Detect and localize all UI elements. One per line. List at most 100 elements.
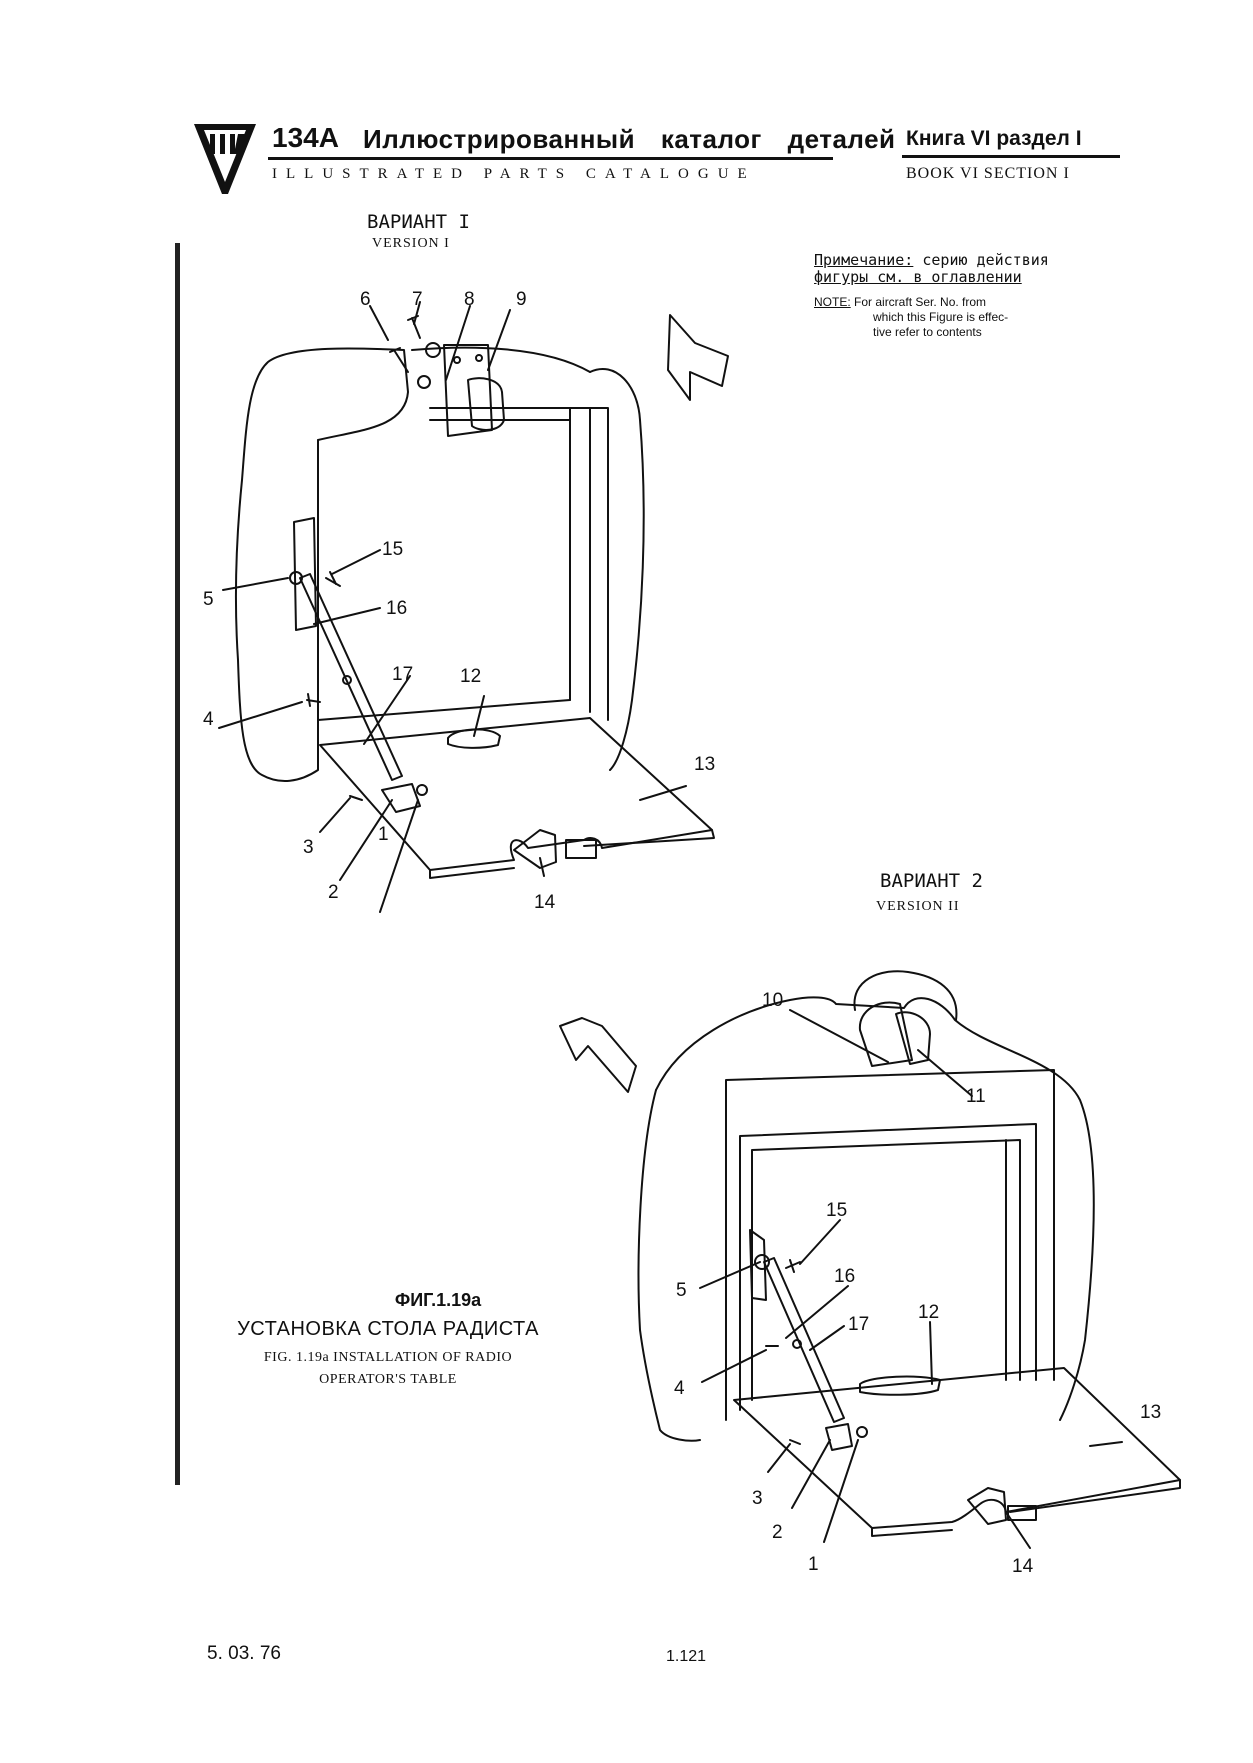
v1-block-hole-a [453, 356, 461, 364]
v2-leaders [699, 1009, 1123, 1549]
v1-wall-right [589, 368, 645, 771]
version2-label-ru: ВАРИАНТ 2 [880, 870, 983, 892]
v2-frame-outer [725, 1069, 1055, 1421]
v1-callout-3: 3 [303, 837, 314, 858]
v1-callout-9: 9 [516, 289, 527, 310]
v1-latch-plate [565, 839, 597, 859]
figure-title-en-line2: OPERATOR'S TABLE [319, 1372, 457, 1387]
v1-callout-1: 1 [378, 824, 389, 845]
v2-clip-11 [895, 1011, 931, 1065]
note-en-text-3: tive refer to contents [873, 325, 982, 339]
binding-margin-bar [175, 243, 180, 1485]
v1-direction-arrow [667, 314, 729, 401]
v2-side-bracket [749, 1229, 767, 1301]
note-ru-text-1: серию действия [922, 251, 1049, 269]
v2-clip-12 [859, 1375, 941, 1396]
v2-callout-5: 5 [676, 1280, 687, 1301]
v1-callout-13: 13 [694, 754, 715, 775]
version1-label-ru: ВАРИАНТ I [367, 211, 470, 233]
v1-callout-17: 17 [392, 664, 413, 685]
v1-callout-labels: 1 2 3 4 5 6 7 8 9 12 13 14 15 16 17 [203, 289, 715, 913]
v1-block-hole-b [475, 354, 483, 362]
figure-title-ru: УСТАНОВКА СТОЛА РАДИСТА [237, 1318, 539, 1340]
v2-callout-2: 2 [772, 1522, 783, 1543]
v2-top-bump [853, 970, 958, 1021]
v1-screw-6 [389, 347, 409, 373]
v2-callout-3: 3 [752, 1488, 763, 1509]
v2-callout-16: 16 [834, 1266, 855, 1287]
v2-callout-11: 11 [966, 1086, 986, 1107]
v2-screw-15 [785, 1259, 801, 1273]
v2-callout-17: 17 [848, 1314, 869, 1335]
v2-clip-10 [858, 1001, 913, 1067]
note-en-text-2: which this Figure is effec- [873, 310, 1009, 324]
note-ru: Примечание: серию действия фигуры см. в … [814, 252, 1124, 286]
v2-stay-arm [763, 1257, 845, 1423]
note-ru-text-2: фигуры см. в оглавлении [814, 268, 1022, 286]
v1-side-bracket [293, 517, 317, 631]
v1-callout-14: 14 [534, 892, 556, 913]
catalog-title-en: ILLUSTRATED PARTS CATALOGUE [272, 166, 756, 182]
v1-callout-7: 7 [412, 289, 423, 310]
v1-block-9-knob [467, 377, 505, 431]
note-en-text-1: For aircraft Ser. No. from [854, 295, 987, 309]
v2-callout-4: 4 [674, 1378, 685, 1399]
v1-washer [417, 375, 431, 389]
v1-lower-bracket [381, 783, 421, 813]
header-rule [268, 157, 833, 160]
v2-callout-10: 10 [762, 990, 783, 1011]
v2-direction-arrow [559, 1017, 637, 1093]
book-rule [902, 155, 1120, 158]
v2-callout-labels: 1 2 3 4 5 10 11 12 13 14 15 16 17 [674, 990, 1161, 1577]
book-section-en: BOOK VI SECTION I [906, 165, 1070, 182]
v1-arm-joint [342, 675, 352, 685]
v1-callout-16: 16 [386, 598, 407, 619]
v1-frame-outer [317, 407, 609, 723]
book-section-ru: Книга VI раздел I [906, 127, 1082, 150]
v2-callout-15: 15 [826, 1200, 847, 1221]
v2-frame-inner2 [751, 1139, 1021, 1401]
manufacturer-logo [194, 124, 256, 194]
v1-table-edge [429, 829, 715, 879]
v1-screw-3 [349, 795, 363, 801]
v1-frame-inner [569, 407, 591, 713]
v1-callout-15: 15 [382, 539, 403, 560]
v2-wall-outline [655, 996, 1095, 1421]
v2-table-edge [871, 1479, 1181, 1537]
v1-nut-1 [416, 784, 428, 796]
v1-leaders [218, 301, 687, 913]
v2-frame-inner [739, 1123, 1037, 1411]
v2-callout-14: 14 [1012, 1556, 1034, 1577]
v1-nut-8 [425, 342, 441, 358]
v2-latch-14 [967, 1487, 1007, 1525]
version2-label-en: VERSION II [876, 899, 960, 914]
v2-nut-1 [856, 1426, 868, 1438]
figure-title-en: FIG. 1.19a INSTALLATION OF RADIO OPERATO… [203, 1347, 573, 1391]
v1-screw-7 [407, 315, 421, 339]
v1-screw-4 [306, 693, 321, 707]
version1-drawing [218, 301, 729, 913]
note-ru-label: Примечание: [814, 251, 914, 269]
v1-callout-12: 12 [460, 666, 481, 687]
v2-lower-bracket [825, 1423, 853, 1451]
v1-callout-6: 6 [360, 289, 371, 310]
v2-screw-3 [789, 1439, 801, 1445]
v2-arm-joint [792, 1339, 802, 1349]
note-en: NOTE: For aircraft Ser. No. from which t… [814, 295, 1114, 340]
catalog-title-ru: Иллюстрированный каталог деталей [363, 124, 896, 154]
v1-callout-8: 8 [464, 289, 475, 310]
v1-callout-2: 2 [328, 882, 339, 903]
v1-callout-5: 5 [203, 589, 214, 610]
v1-latch-14 [513, 829, 557, 869]
page-number: 1.121 [666, 1648, 707, 1665]
v2-pivot-5 [754, 1254, 770, 1270]
v2-callout-1: 1 [808, 1554, 819, 1575]
v2-callout-12: 12 [918, 1302, 939, 1323]
revision-date: 5. 03. 76 [207, 1643, 281, 1664]
v1-callout-4: 4 [203, 709, 214, 730]
v1-wall-top [411, 346, 591, 373]
v1-frame-sill [317, 699, 571, 721]
version2-drawing [559, 970, 1181, 1549]
v1-stay-arm [299, 573, 403, 781]
